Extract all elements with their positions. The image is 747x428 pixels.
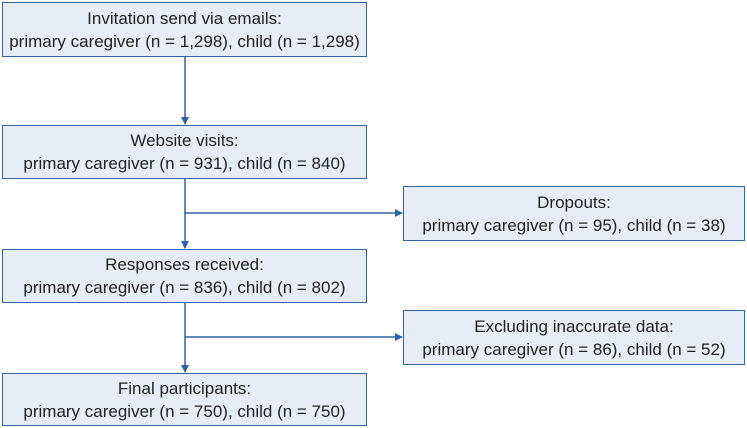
- box-dropouts-detail: primary caregiver (n = 95), child (n = 3…: [422, 215, 726, 235]
- box-dropouts-title: Dropouts:: [537, 192, 611, 212]
- box-invitation: Invitation send via emails: primary care…: [2, 2, 367, 57]
- box-invitation-title: Invitation send via emails:: [87, 8, 282, 28]
- box-dropouts: Dropouts: primary caregiver (n = 95), ch…: [403, 186, 745, 241]
- box-responses: Responses received: primary caregiver (n…: [2, 249, 367, 303]
- box-responses-detail: primary caregiver (n = 836), child (n = …: [23, 278, 346, 297]
- box-website-visits: Website visits: primary caregiver (n = 9…: [2, 125, 367, 179]
- box-excluding: Excluding inaccurate data: primary careg…: [403, 310, 745, 365]
- box-excluding-detail: primary caregiver (n = 86), child (n = 5…: [422, 339, 726, 359]
- box-website-visits-detail: primary caregiver (n = 931), child (n = …: [23, 154, 346, 173]
- box-excluding-title: Excluding inaccurate data:: [474, 316, 674, 336]
- box-final-title: Final participants:: [117, 378, 252, 398]
- box-final-detail: primary caregiver (n = 750), child (n = …: [23, 401, 346, 421]
- box-website-visits-title: Website visits:: [130, 131, 239, 150]
- box-invitation-detail: primary caregiver (n = 1,298), child (n …: [9, 31, 360, 51]
- box-responses-title: Responses received:: [105, 255, 264, 274]
- box-final: Final participants: primary caregiver (n…: [2, 373, 367, 426]
